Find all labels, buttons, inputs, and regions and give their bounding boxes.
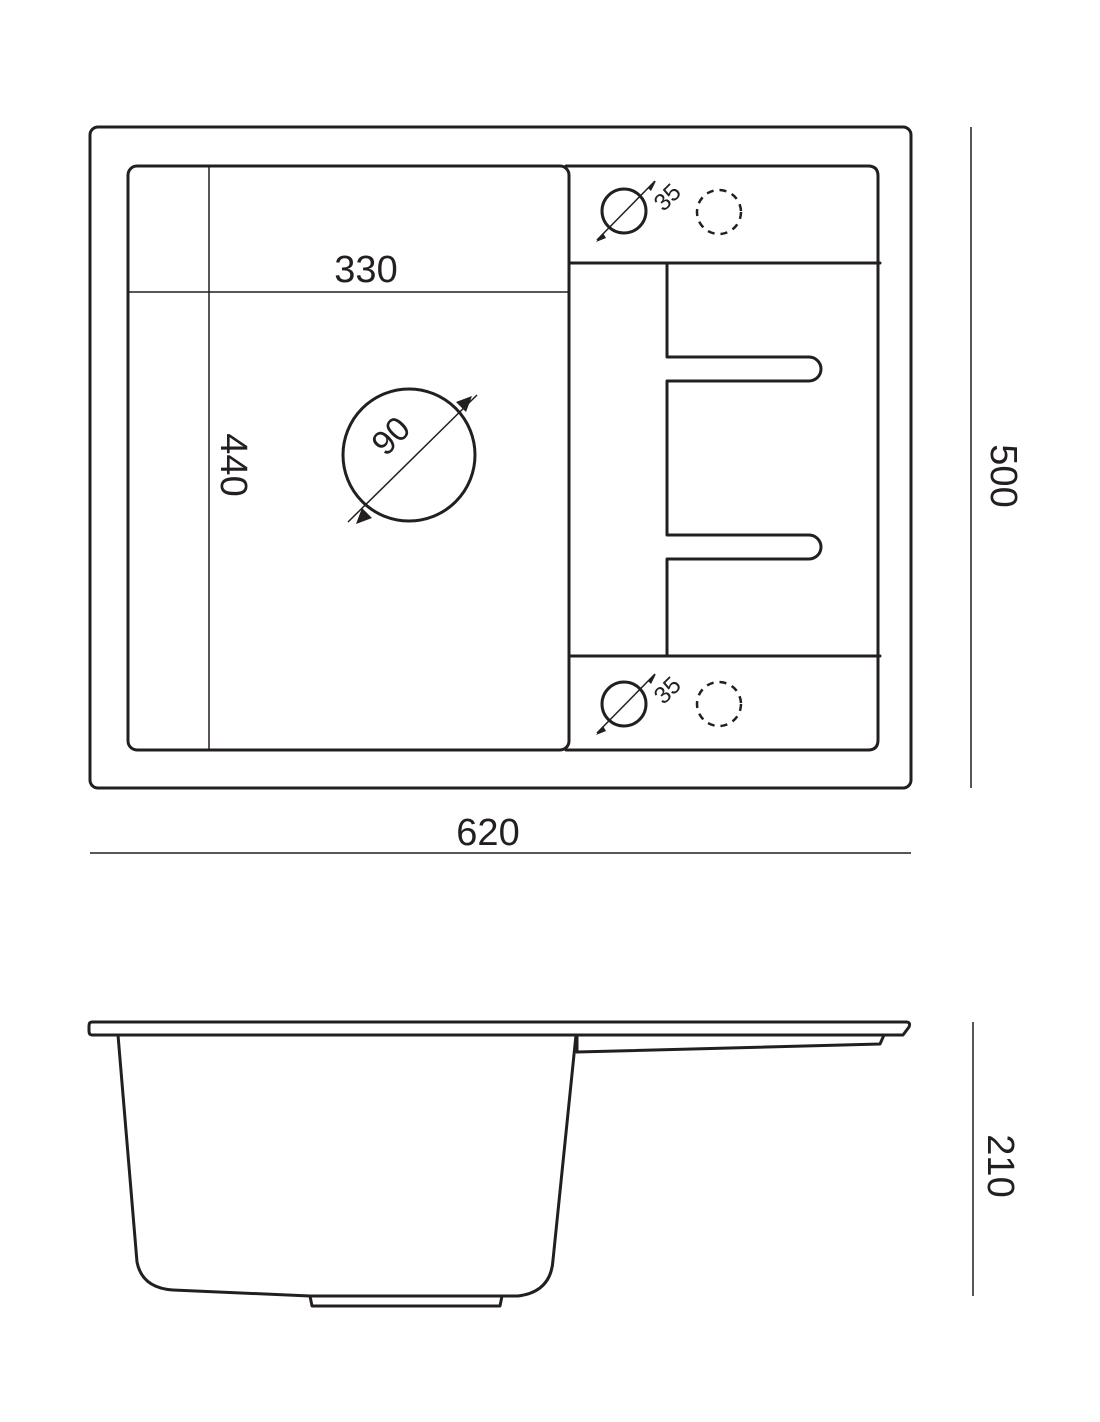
tap-hole-lower-optional xyxy=(695,680,743,728)
top-view: 90 35 35 330 440 620 500 xyxy=(88,125,1024,854)
tap-hole-upper-arrow-a xyxy=(596,233,606,242)
height-label: 210 xyxy=(979,1134,1021,1197)
bowl-width-label: 330 xyxy=(334,249,397,291)
tap-hole-lower-arrow-a xyxy=(596,726,606,735)
tap-hole-upper-optional xyxy=(695,188,743,236)
drain-arrow-lower xyxy=(356,508,372,524)
tap-hole-lower-label: 35 xyxy=(649,672,687,710)
tap-hole-upper xyxy=(600,187,648,235)
sink-outer-outline xyxy=(88,125,913,790)
drainer-outline xyxy=(564,164,880,752)
side-view: 210 xyxy=(87,1020,1021,1308)
bowl-outline xyxy=(126,164,571,752)
drainer-underside xyxy=(575,1033,886,1054)
drain-outlet xyxy=(308,1294,504,1308)
tap-hole-lower-diameter-line xyxy=(596,673,656,734)
tap-hole-upper-diameter-line xyxy=(596,180,656,241)
bowl-profile xyxy=(116,1033,578,1298)
sink-rim xyxy=(87,1020,912,1037)
overall-width-label: 620 xyxy=(456,812,519,854)
drain-diameter-line xyxy=(347,394,478,523)
bowl-length-label: 440 xyxy=(212,433,254,496)
tap-hole-lower-arrow-b xyxy=(648,674,656,684)
tap-hole-lower xyxy=(600,680,648,728)
drain-hole xyxy=(341,387,477,523)
drain-arrow-upper xyxy=(456,396,472,412)
overall-depth-label: 500 xyxy=(982,444,1024,507)
drain-diameter-label: 90 xyxy=(364,409,418,463)
tap-hole-upper-label: 35 xyxy=(649,179,687,217)
tap-hole-upper-arrow-b xyxy=(648,181,656,191)
drainer-grooves xyxy=(665,261,823,658)
